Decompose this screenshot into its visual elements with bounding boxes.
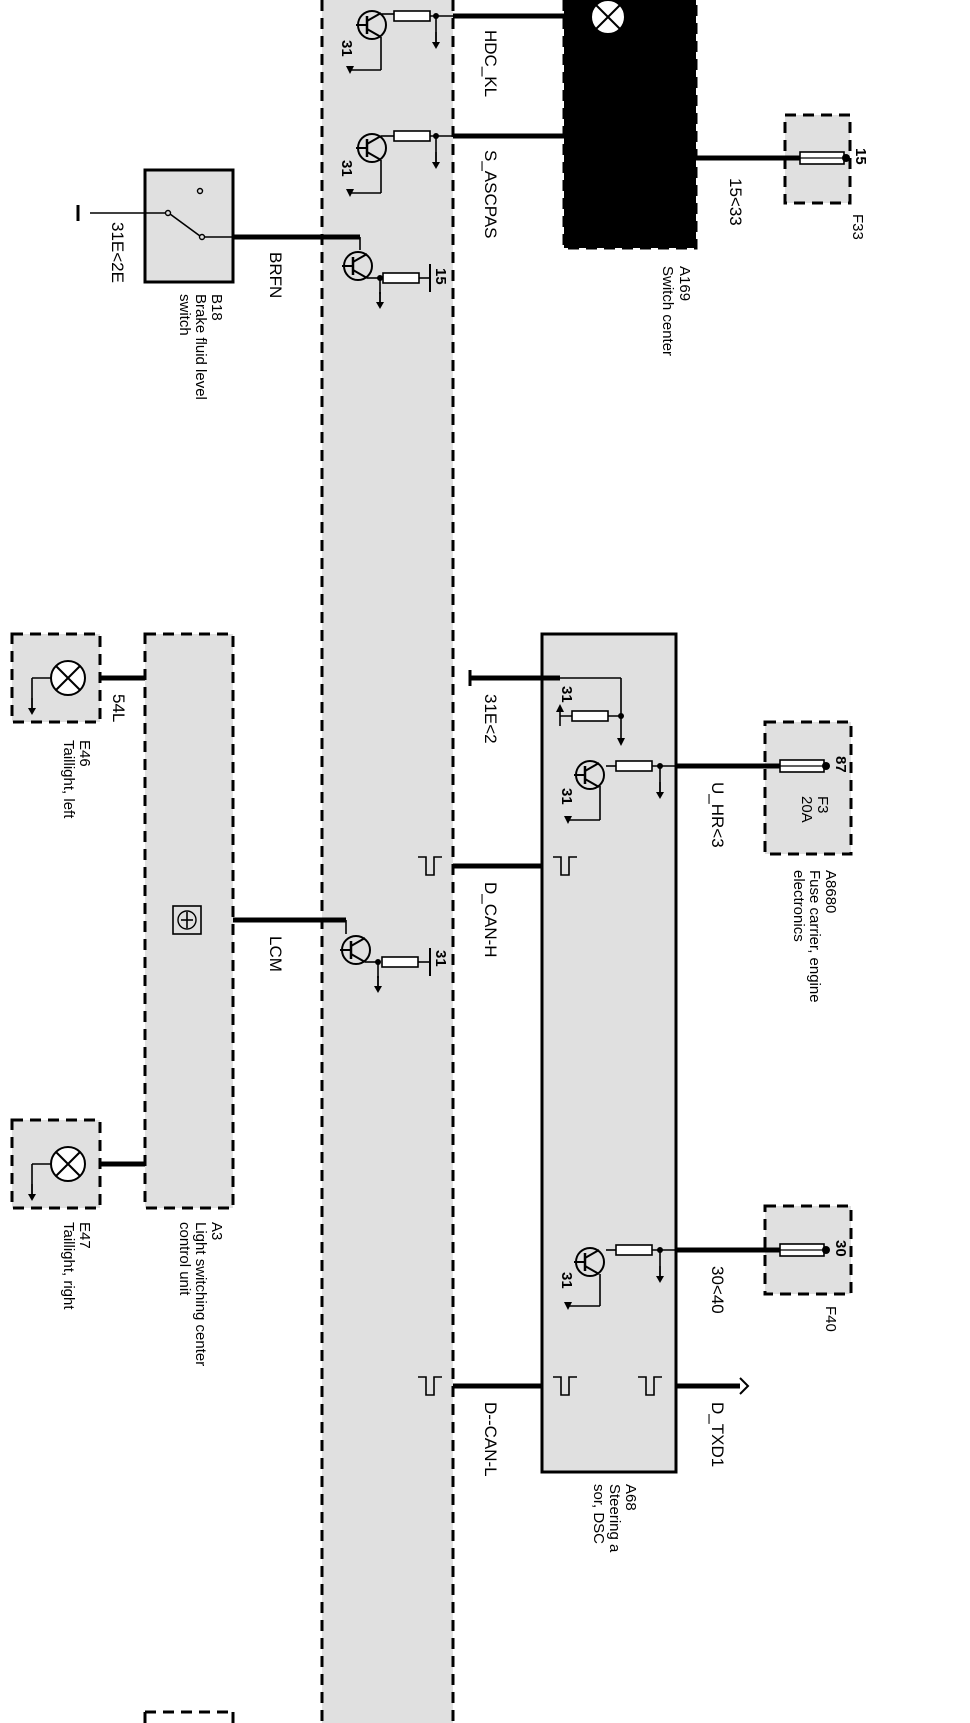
signal-brfn: BRFN [266, 252, 285, 298]
a8680-name-1: Fuse carrier, engine [806, 870, 823, 1003]
f40-id: F40 [822, 1306, 839, 1332]
main-module-box [322, 0, 453, 1723]
signal-54l: 54L [109, 694, 128, 722]
f40-pin-30: 30 [832, 1240, 849, 1257]
b18-brake-fluid-switch [76, 168, 235, 284]
e47-id: E47 [76, 1222, 93, 1249]
bottom-cutoff-box [143, 1710, 235, 1723]
brfn-input-stage [340, 237, 431, 310]
a3-light-switching-center [143, 632, 235, 1210]
f3-rating: 20A [798, 796, 815, 823]
a169-name: Switch center [659, 266, 676, 356]
signal-s-ascpas: S_ASCPAS [481, 150, 500, 239]
signal-u-hr-3: U_HR<3 [708, 782, 727, 848]
a169-id: A169 [676, 266, 693, 301]
a68-id: A68 [622, 1484, 639, 1511]
e46-taillight-left [10, 632, 102, 724]
pin-31-hdc: 31 [338, 40, 355, 57]
e47-name: Taillight, right [60, 1222, 77, 1310]
b18-id: B18 [208, 294, 225, 321]
a3-name-2: control unit [176, 1222, 193, 1296]
signal-15-33: 15<33 [726, 178, 745, 226]
pin-15-brfn: 15 [432, 268, 449, 285]
e46-id: E46 [76, 740, 93, 767]
lcm-input-stage [338, 920, 431, 994]
signal-31e-2e: 31E<2E [108, 222, 127, 283]
pin-31-ascpas: 31 [338, 160, 355, 177]
e46-name: Taillight, left [60, 740, 77, 819]
a68-steering-angle-sensor [540, 632, 678, 1474]
signal-d-txd1: D_TXD1 [708, 1402, 727, 1467]
signal-30-40: 30<40 [708, 1266, 727, 1314]
signal-d-can-l: D--CAN-L [481, 1402, 500, 1477]
pin-31-a68-uhr: 31 [558, 788, 575, 805]
a3-id: A3 [208, 1222, 225, 1240]
e47-taillight-right [10, 1118, 102, 1210]
signal-d-can-h: D_CAN-H [481, 882, 500, 958]
signal-31e-2: 31E<2 [481, 694, 500, 744]
a68-name-1: Steering a [606, 1484, 623, 1553]
signal-lcm: LCM [266, 936, 285, 972]
b18-name-1: Brake fluid level [192, 294, 209, 400]
ascpas-driver-stage [346, 130, 453, 197]
f3-id: F3 [814, 796, 831, 814]
pin-31-a68-30: 31 [558, 1272, 575, 1289]
pin-31-lcm: 31 [432, 950, 449, 967]
signal-hdc-kl: HDC_KL [481, 30, 500, 97]
hdc-driver-stage [346, 9, 453, 74]
a169-switch-center [562, 0, 698, 250]
a8680-fuse-carrier [763, 720, 853, 856]
pin-31-a68-gnd: 31 [558, 686, 575, 703]
f33-pin-15: 15 [852, 148, 869, 165]
b18-name-2: switch [176, 294, 193, 336]
a8680-id: A8680 [822, 870, 839, 913]
a8680-name-2: electronics [790, 870, 807, 942]
a3-name-1: Light switching center [192, 1222, 209, 1366]
f33-id: F33 [849, 214, 866, 240]
f3-pin-87: 87 [832, 756, 849, 773]
a68-name-2: sor, DSC [590, 1484, 607, 1544]
